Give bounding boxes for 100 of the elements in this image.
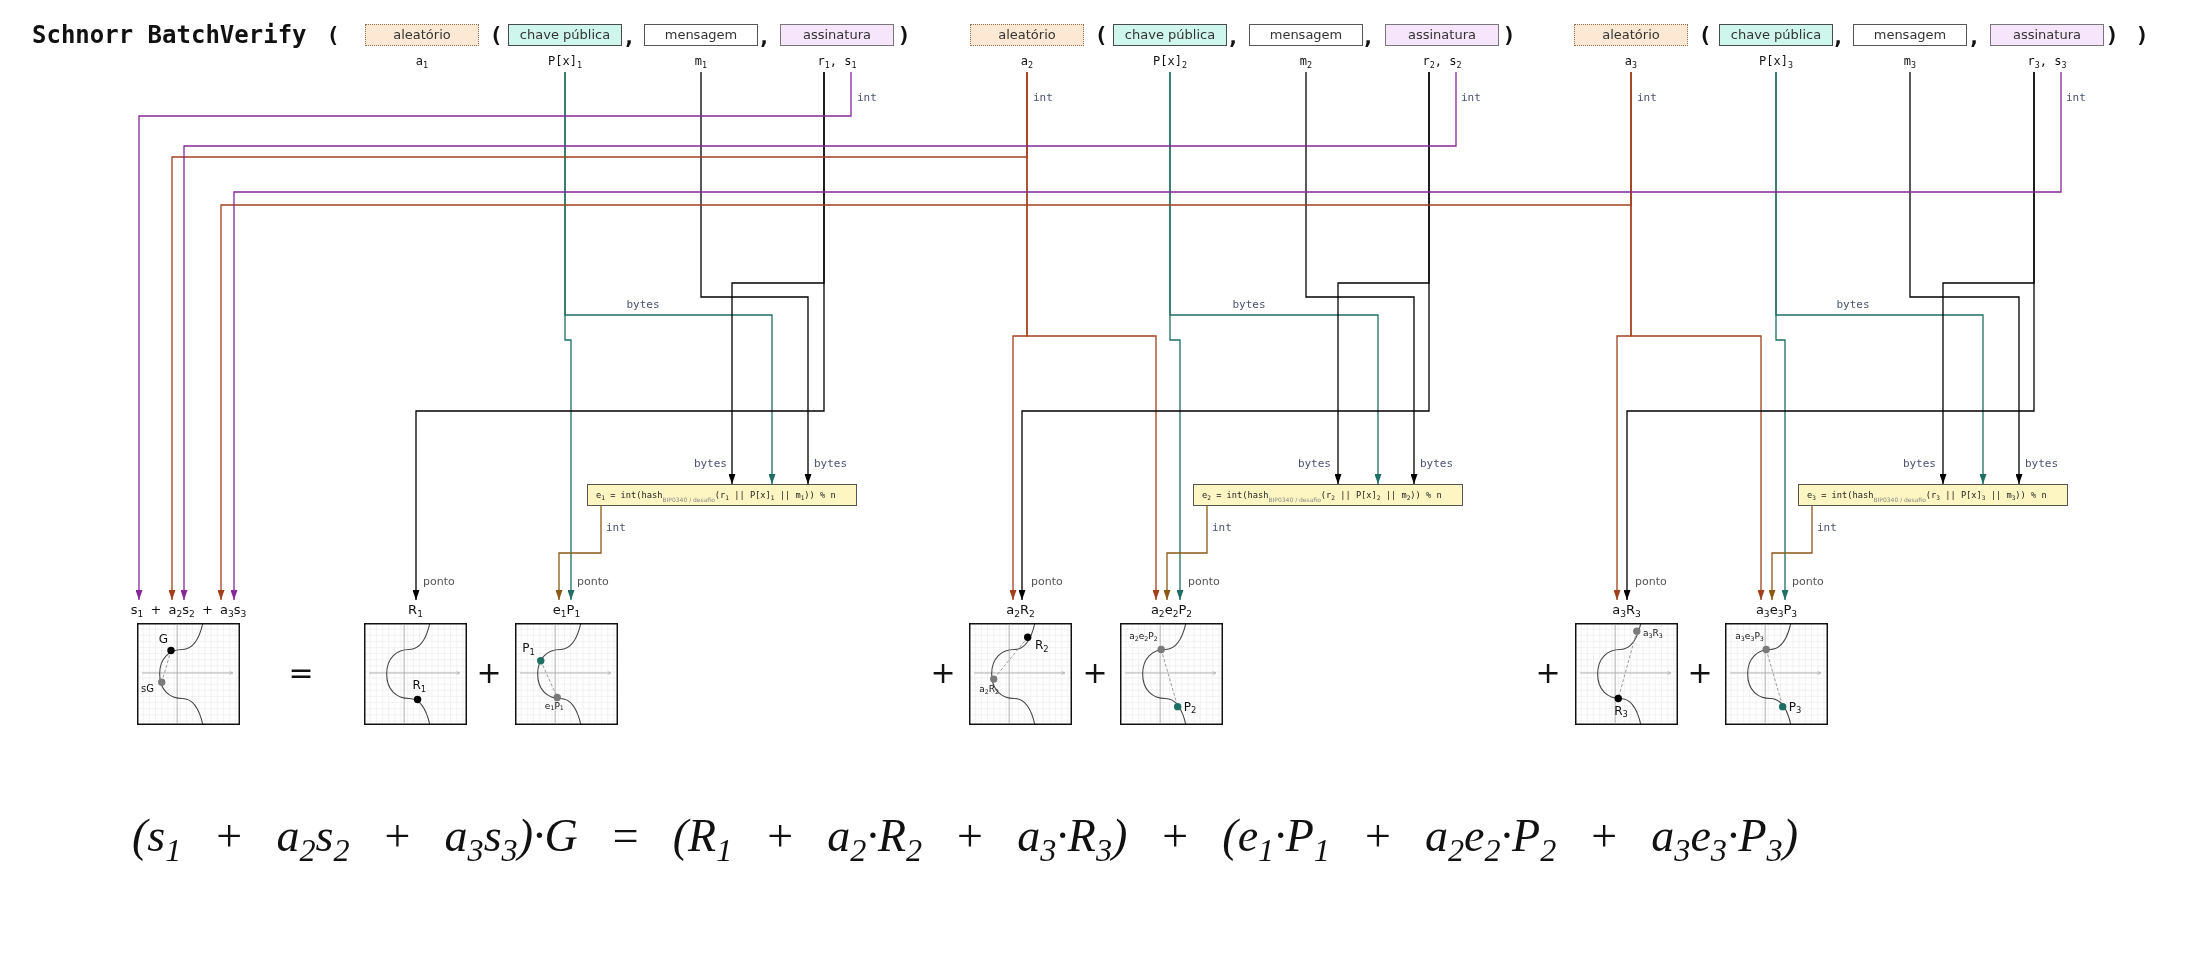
- arrow: [1623, 71, 2035, 601]
- operator-sign: +: [1082, 656, 1108, 690]
- arrow: [555, 505, 602, 601]
- equation: (s$_{1}$ + a$_{2}$s$_{2}$ + a$_{3}$s$_{3}$)·G = (R$_{1}$ + a$_{2}$·R$_{2}$ + a$_{3}$·R$_{3}$) + (e$_{1}$·P$_{1}$ + a$_{2}$e$_{2}$·P$_{2}$ + a$_{3}$e$_{3}$·P$_{3}$): [132, 809, 1798, 864]
- arrow: [230, 71, 2062, 601]
- punctuation-mark: ,: [1226, 24, 1240, 50]
- parameter-tag: chave pública: [1113, 24, 1227, 46]
- operator-sign: +: [930, 656, 956, 690]
- edge-label: bytes: [1420, 456, 1454, 470]
- arrow: [1163, 505, 1208, 601]
- arrow: [1018, 71, 1430, 601]
- parameter-tag: mensagem: [644, 24, 758, 46]
- arrow: [1768, 505, 1813, 601]
- variable-name: r$_{1}$, s$_{1}$: [817, 54, 857, 68]
- point-label: R$_{2}$: [1034, 639, 1049, 652]
- punctuation-mark: (: [1094, 22, 1108, 48]
- edge-label: bytes: [1902, 456, 1936, 470]
- edge-label: int: [2066, 90, 2086, 104]
- arrow: [1169, 71, 1184, 601]
- edge-label: bytes: [693, 456, 727, 470]
- punctuation-mark: ): [2105, 22, 2119, 48]
- punctuation-mark: ,: [1361, 24, 1375, 50]
- punctuation-mark: ,: [757, 24, 771, 50]
- point-label: R$_{1}$: [412, 679, 427, 692]
- variable-name: P[x]$_{2}$: [1153, 54, 1187, 68]
- operator-sign: =: [288, 656, 314, 690]
- edge-label: ponto: [577, 574, 609, 588]
- variable-name: r$_{3}$, s$_{3}$: [2027, 54, 2067, 68]
- arrow: [135, 71, 852, 601]
- arrow: [1305, 71, 1418, 485]
- parameter-tag: chave pública: [1719, 24, 1833, 46]
- parameter-tag: chave pública: [508, 24, 622, 46]
- edge-label: int: [1033, 90, 1053, 104]
- variable-name: m$_{1}$: [694, 54, 708, 68]
- point-label: R$_{3}$: [1614, 704, 1628, 717]
- point-label: a$_{2}$R$_{2}$: [979, 685, 1000, 695]
- edge-label: bytes: [626, 297, 660, 311]
- point-label: a$_{3}$R$_{3}$: [1642, 629, 1663, 639]
- title: Schnorr BatchVerify: [32, 21, 307, 49]
- variable-name: a$_{3}$: [1624, 54, 1638, 68]
- plot-heading: a$_{3}$e$_{3}$P$_{3}$: [1755, 601, 1798, 619]
- arrow: [1630, 71, 1765, 601]
- punctuation-mark: ): [1502, 22, 1516, 48]
- variable-name: a$_{1}$: [415, 54, 429, 68]
- edge-label: bytes: [1297, 456, 1331, 470]
- point-label: P$_{1}$: [522, 642, 535, 655]
- plot-heading: a$_{3}$R$_{3}$: [1612, 601, 1641, 619]
- edge-label: int: [1212, 520, 1232, 534]
- edge-label: ponto: [1635, 574, 1667, 588]
- punctuation-mark: ,: [1831, 24, 1845, 50]
- edge-label: bytes: [2025, 456, 2059, 470]
- parameter-tag: mensagem: [1249, 24, 1363, 46]
- plot-heading: s$_{1}$ + a$_{2}$s$_{2}$ + a$_{3}$s$_{3}$: [130, 601, 247, 619]
- variable-name: m$_{3}$: [1903, 54, 1917, 68]
- parameter-tag: assinatura: [1385, 24, 1499, 46]
- parameter-tag: assinatura: [780, 24, 894, 46]
- parameter-tag: aleatório: [365, 24, 479, 46]
- point-label: a$_{2}$e$_{2}$P$_{2}$: [1129, 632, 1158, 642]
- variable-name: P[x]$_{1}$: [548, 54, 582, 68]
- plot-heading: R$_{1}$: [408, 601, 423, 619]
- plot-heading: e$_{1}$P$_{1}$: [552, 601, 581, 619]
- operator-sign: +: [1687, 656, 1713, 690]
- operator-sign: +: [476, 656, 502, 690]
- formula-box: e$_{1}$ = int(hash$_{BIP0340 / desafio}$(r$_{1}$ || P[x]$_{1}$ || m$_{1}$)) % n: [587, 484, 857, 506]
- punctuation-mark: ,: [1967, 24, 1981, 50]
- point-label: P$_{3}$: [1788, 700, 1802, 713]
- edge-label: ponto: [423, 574, 455, 588]
- punctuation-mark: ): [897, 22, 911, 48]
- point-label: sG: [141, 684, 155, 695]
- edge-label: bytes: [814, 456, 848, 470]
- formula-box: e$_{2}$ = int(hash$_{BIP0340 / desafio}$(r$_{2}$ || P[x]$_{2}$ || m$_{2}$)) % n: [1193, 484, 1463, 506]
- point-label: a$_{3}$e$_{3}$P$_{3}$: [1735, 632, 1764, 642]
- arrow: [1026, 71, 1160, 601]
- parameter-tag: assinatura: [1990, 24, 2104, 46]
- point-label: e$_{1}$P$_{1}$: [544, 701, 564, 711]
- arrow: [700, 71, 812, 485]
- arrow: [564, 71, 575, 601]
- punctuation-mark: (: [1698, 22, 1712, 48]
- edge-label: ponto: [1031, 574, 1063, 588]
- point-label: G: [158, 633, 168, 646]
- edge-label: int: [1461, 90, 1481, 104]
- operator-sign: +: [1535, 656, 1561, 690]
- punctuation-mark: ): [2135, 22, 2149, 48]
- variable-name: P[x]$_{3}$: [1759, 54, 1793, 68]
- edge-label: bytes: [1232, 297, 1266, 311]
- point-label: P$_{2}$: [1183, 700, 1197, 713]
- edge-label: int: [857, 90, 877, 104]
- edge-label: int: [1817, 520, 1837, 534]
- punctuation-mark: ,: [622, 24, 636, 50]
- variable-name: m$_{2}$: [1299, 54, 1313, 68]
- formula-box: e$_{3}$ = int(hash$_{BIP0340 / desafio}$(r$_{3}$ || P[x]$_{3}$ || m$_{3}$)) % n: [1798, 484, 2068, 506]
- parameter-tag: aleatório: [1574, 24, 1688, 46]
- edge-label: int: [606, 520, 626, 534]
- parameter-tag: mensagem: [1853, 24, 1967, 46]
- arrow: [1775, 71, 1789, 601]
- edge-label: ponto: [1792, 574, 1824, 588]
- edge-label: bytes: [1836, 297, 1870, 311]
- punctuation-mark: (: [326, 22, 340, 48]
- edge-label: int: [1637, 90, 1657, 104]
- variable-name: r$_{2}$, s$_{2}$: [1422, 54, 1462, 68]
